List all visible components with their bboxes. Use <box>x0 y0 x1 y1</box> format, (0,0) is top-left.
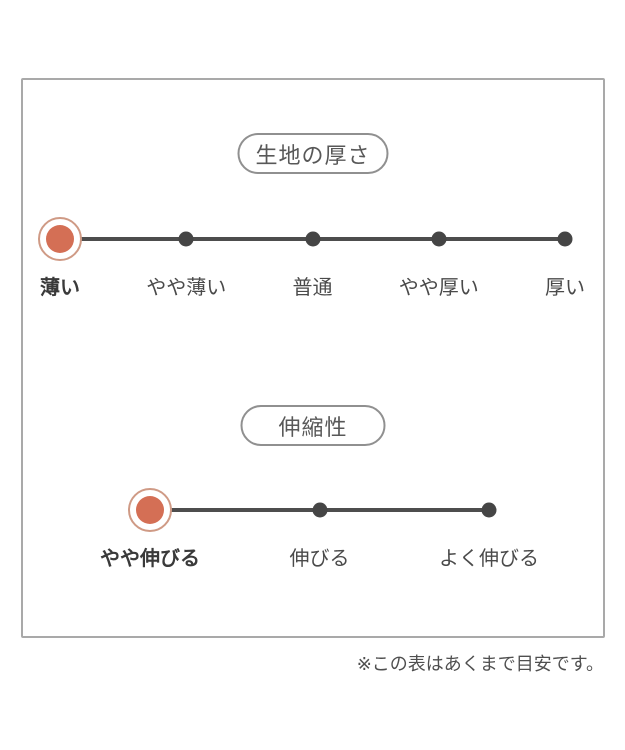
scale-option-label: やや薄い <box>146 277 227 299</box>
disclaimer-note: ※この表はあくまで目安です。 <box>356 654 604 674</box>
scale-dot-icon <box>557 231 573 247</box>
scale-option-label: 厚い <box>545 277 585 299</box>
scale-dot-icon <box>178 231 194 247</box>
scale-option-label: やや厚い <box>398 277 479 299</box>
scale-title-pill: 伸縮性 <box>240 405 386 446</box>
scale-option-label: 薄い <box>40 277 80 299</box>
scale-section-0: 生地の厚さ薄い やや薄い 普通 やや厚い 厚い <box>23 80 603 636</box>
scale-option-label: よく伸びる <box>439 548 539 570</box>
selected-marker-icon <box>38 217 82 261</box>
scale-option-label: 伸びる <box>289 548 350 570</box>
selected-marker-dot-icon <box>46 225 74 253</box>
scale-dot-icon <box>305 231 320 247</box>
selected-marker-icon <box>128 488 172 532</box>
scale-dot-icon <box>312 502 327 518</box>
scale-title: 生地の厚さ <box>255 142 371 168</box>
scale-title-pill: 生地の厚さ <box>237 133 389 174</box>
scale-option-label: 普通 <box>292 277 333 299</box>
selected-marker-dot-icon <box>136 496 164 524</box>
spec-panel: 生地の厚さ薄い やや薄い 普通 やや厚い 厚い伸縮性やや伸びる 伸びる よく伸びる <box>21 78 605 638</box>
scale-title: 伸縮性 <box>278 414 348 440</box>
scale-dot-icon <box>481 502 497 518</box>
scale-section-1: 伸縮性やや伸びる 伸びる よく伸びる <box>23 80 603 636</box>
scale-dot-icon <box>431 231 447 247</box>
scale-option-label: やや伸びる <box>100 548 200 570</box>
